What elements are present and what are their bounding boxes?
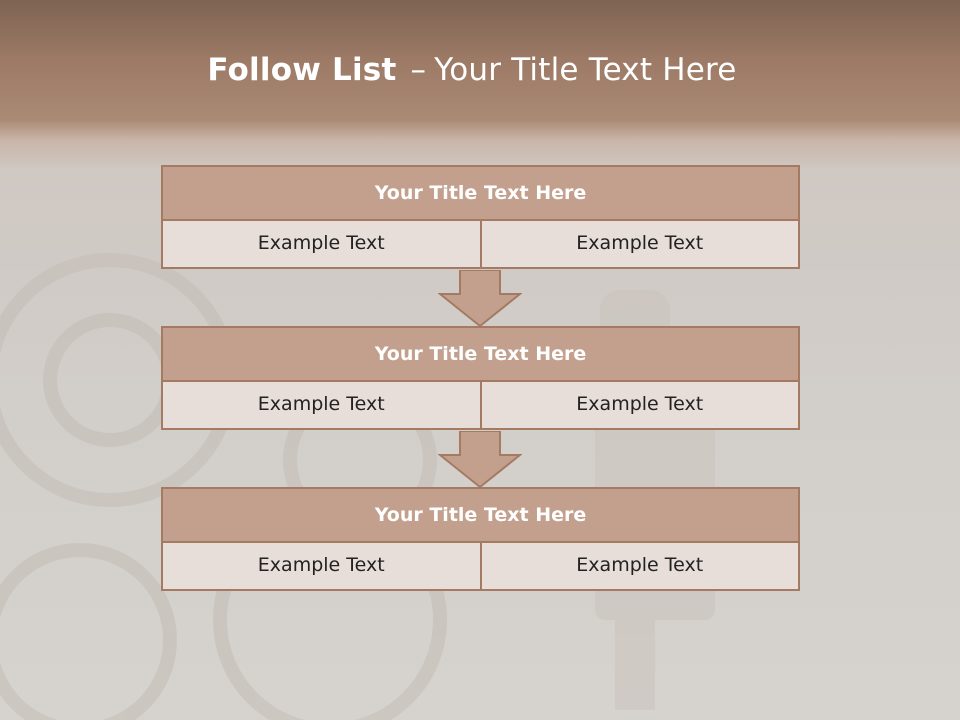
title-dash: – xyxy=(410,52,427,88)
title-rest: Your Title Text Here xyxy=(434,52,737,88)
list-group-2: Your Title Text Here Example Text Exampl… xyxy=(161,326,800,430)
down-arrow-icon xyxy=(438,431,522,489)
group-cell-right: Example Text xyxy=(481,382,800,430)
group-title: Your Title Text Here xyxy=(161,487,800,543)
group-cell-right: Example Text xyxy=(481,543,800,591)
group-title: Your Title Text Here xyxy=(161,326,800,382)
slide-title: Follow List–Your Title Text Here xyxy=(0,52,944,88)
group-cell-left: Example Text xyxy=(161,382,482,430)
group-row: Example Text Example Text xyxy=(161,382,800,430)
group-row: Example Text Example Text xyxy=(161,543,800,591)
group-title: Your Title Text Here xyxy=(161,165,800,221)
title-bold-part: Follow List xyxy=(207,52,397,88)
group-cell-right: Example Text xyxy=(481,221,800,269)
group-cell-left: Example Text xyxy=(161,543,482,591)
down-arrow-icon xyxy=(438,270,522,328)
group-cell-left: Example Text xyxy=(161,221,482,269)
list-group-1: Your Title Text Here Example Text Exampl… xyxy=(161,165,800,269)
group-row: Example Text Example Text xyxy=(161,221,800,269)
list-group-3: Your Title Text Here Example Text Exampl… xyxy=(161,487,800,591)
